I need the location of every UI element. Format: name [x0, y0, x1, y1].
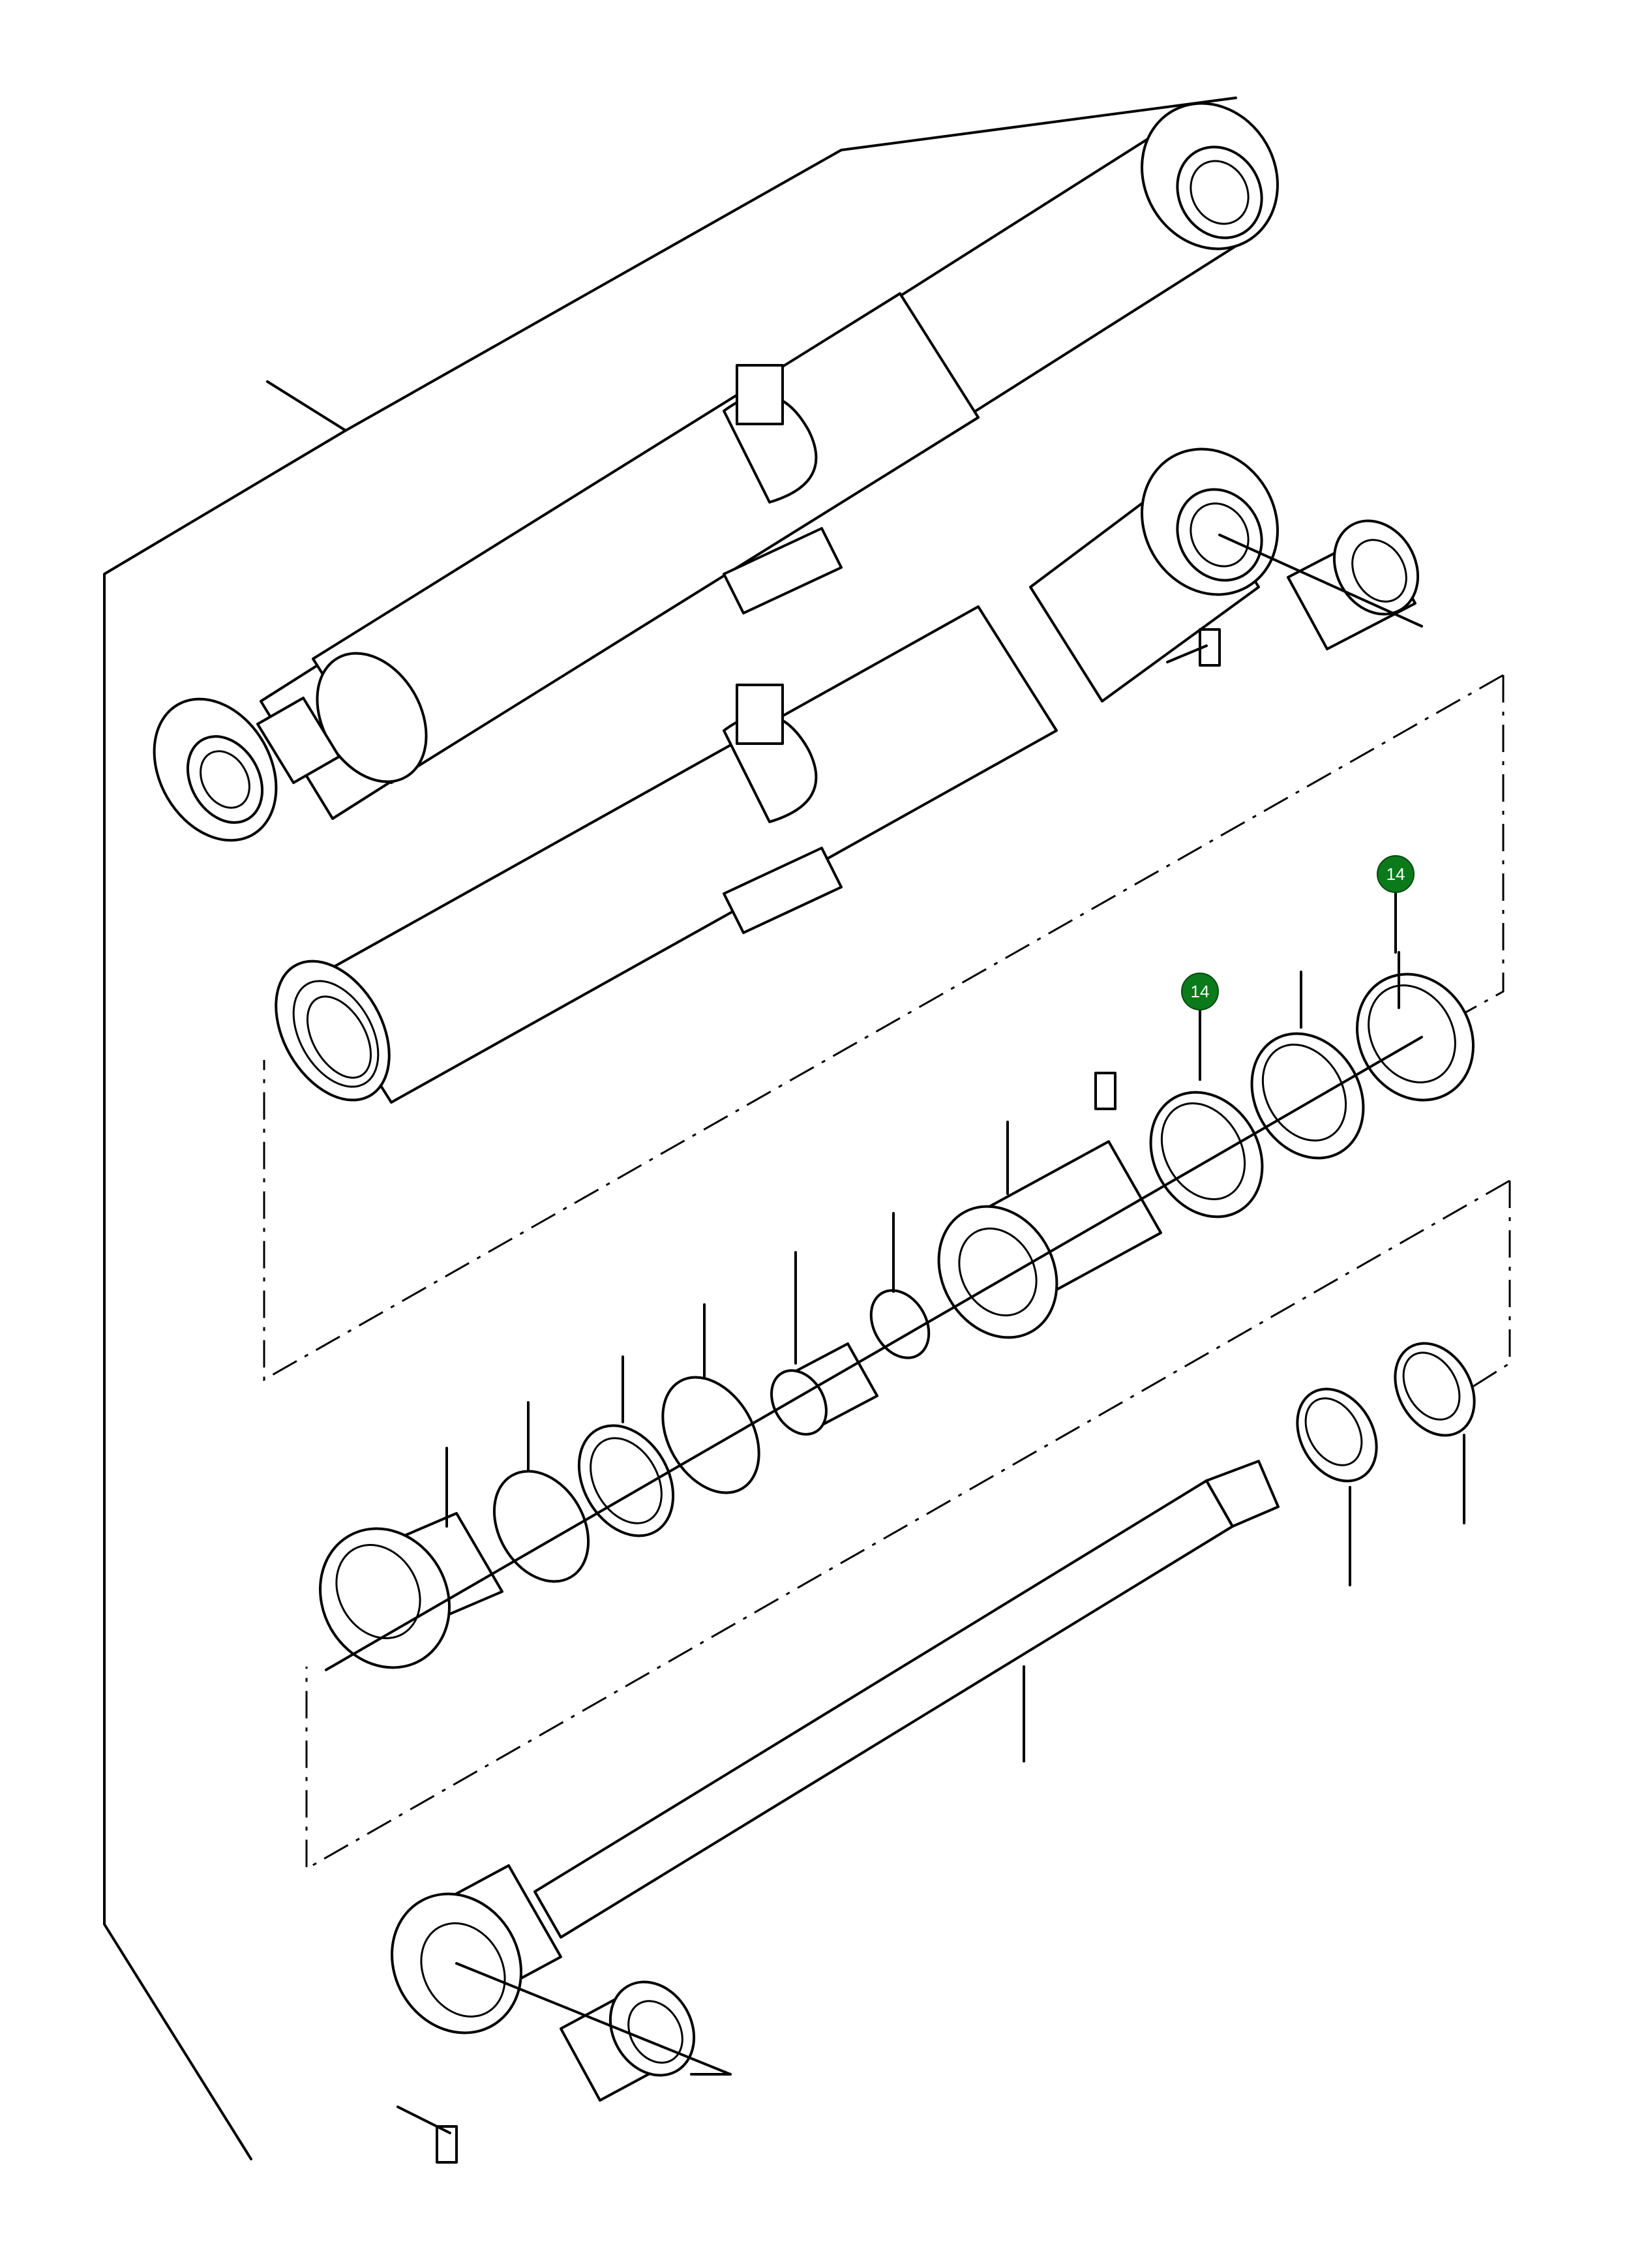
piston-seal-stack — [319, 951, 1475, 1671]
cylinder-tube — [275, 447, 1279, 1104]
callout-14-lower[interactable]: 14 — [1181, 973, 1219, 1081]
grease-nipple-upper — [1166, 628, 1221, 667]
callout-label: 14 — [1191, 982, 1210, 1001]
callout-14-upper[interactable]: 14 — [1377, 855, 1415, 954]
assembly-bracket — [103, 97, 1237, 2160]
tube-eye-bushing — [1218, 519, 1423, 650]
complete-cylinder-assembly — [153, 102, 1279, 842]
piston-rod — [391, 1342, 1476, 2164]
callout-label: 14 — [1386, 864, 1405, 884]
